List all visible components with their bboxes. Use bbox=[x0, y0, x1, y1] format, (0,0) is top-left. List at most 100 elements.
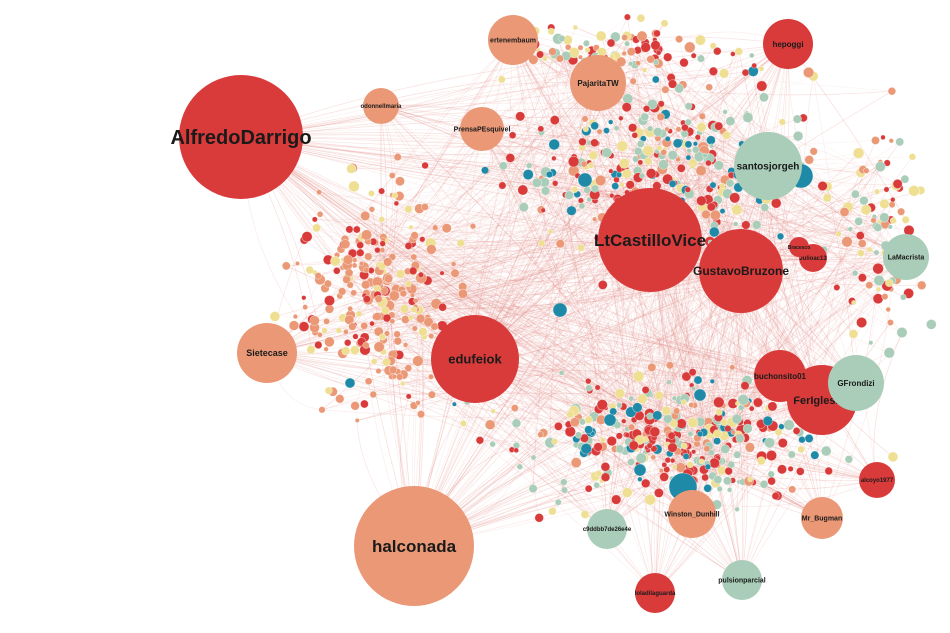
edge bbox=[474, 70, 714, 360]
small-node bbox=[770, 197, 782, 209]
small-node bbox=[323, 317, 330, 325]
small-node bbox=[410, 306, 418, 314]
small-node bbox=[407, 314, 414, 321]
edge bbox=[724, 179, 857, 384]
edge bbox=[358, 240, 781, 377]
small-node bbox=[388, 172, 396, 179]
node-odonnellmaria: odonnellmaria bbox=[360, 88, 402, 124]
small-node bbox=[361, 280, 371, 290]
small-node bbox=[558, 369, 565, 376]
small-node bbox=[863, 167, 870, 174]
edge bbox=[649, 165, 769, 419]
edge bbox=[502, 55, 555, 186]
edge bbox=[379, 270, 720, 403]
small-node bbox=[606, 38, 616, 48]
small-node bbox=[404, 280, 412, 288]
node-label: Bracesco bbox=[788, 245, 811, 251]
node-circle bbox=[734, 132, 802, 200]
edge bbox=[380, 105, 635, 446]
small-node bbox=[687, 430, 694, 437]
node-ltcastillovice: LtCastilloVice bbox=[594, 188, 706, 292]
small-node bbox=[873, 274, 885, 286]
edge bbox=[240, 136, 655, 438]
node-label: edufeiok bbox=[448, 352, 502, 367]
small-node bbox=[865, 281, 874, 290]
small-node bbox=[888, 201, 896, 209]
node-winston_dunhill: Winston_Dunhill bbox=[664, 490, 720, 538]
edge bbox=[363, 266, 781, 377]
small-node bbox=[664, 456, 671, 464]
node-label: hepoggi bbox=[772, 40, 803, 49]
small-node bbox=[627, 61, 634, 67]
small-node bbox=[577, 44, 584, 51]
small-node bbox=[528, 54, 539, 65]
small-node bbox=[379, 240, 386, 247]
small-node bbox=[698, 458, 705, 465]
small-node bbox=[580, 510, 590, 519]
small-node bbox=[281, 261, 291, 271]
small-node bbox=[713, 436, 722, 445]
small-node bbox=[646, 125, 654, 132]
edge bbox=[472, 225, 561, 244]
edge bbox=[392, 175, 718, 434]
small-node bbox=[324, 386, 333, 395]
small-node bbox=[713, 46, 722, 56]
small-node bbox=[702, 152, 708, 159]
node-lamacrista: LaMacrista bbox=[883, 234, 929, 280]
small-node bbox=[661, 405, 672, 416]
small-node bbox=[646, 442, 653, 449]
small-node bbox=[408, 266, 418, 276]
edge bbox=[609, 258, 635, 421]
edge bbox=[413, 52, 575, 547]
small-node bbox=[621, 418, 627, 424]
edge bbox=[454, 272, 743, 581]
small-node bbox=[628, 395, 635, 402]
small-node bbox=[725, 116, 736, 126]
small-node bbox=[792, 426, 801, 435]
small-node bbox=[375, 367, 382, 375]
node-label: buchonsito01 bbox=[754, 372, 807, 381]
small-node bbox=[767, 470, 775, 478]
small-node bbox=[715, 408, 723, 416]
small-node bbox=[616, 56, 627, 67]
small-node bbox=[657, 100, 665, 108]
node-label: Mr_Bugman bbox=[802, 515, 842, 522]
small-node bbox=[351, 262, 358, 269]
node-label: loladilaguarda bbox=[635, 591, 676, 597]
small-node bbox=[324, 336, 335, 348]
small-node bbox=[676, 418, 687, 429]
small-node bbox=[640, 478, 651, 489]
small-node bbox=[345, 225, 354, 234]
small-node bbox=[729, 192, 741, 204]
small-node bbox=[880, 134, 886, 141]
small-node bbox=[624, 40, 631, 47]
edge bbox=[346, 279, 803, 440]
edge bbox=[736, 256, 907, 420]
edge bbox=[692, 249, 825, 373]
edge bbox=[506, 31, 709, 200]
small-node bbox=[438, 302, 447, 312]
small-node bbox=[650, 40, 661, 51]
small-node bbox=[684, 140, 693, 149]
small-node bbox=[730, 429, 736, 435]
edge bbox=[266, 175, 643, 354]
small-node bbox=[691, 386, 697, 392]
small-node bbox=[881, 293, 889, 301]
accent-node bbox=[552, 302, 568, 318]
small-node bbox=[517, 184, 529, 196]
small-node bbox=[792, 114, 802, 124]
small-node bbox=[759, 479, 769, 489]
small-node bbox=[776, 464, 787, 475]
small-node bbox=[641, 385, 650, 394]
edge bbox=[644, 454, 816, 459]
small-node bbox=[593, 481, 601, 489]
edge bbox=[381, 190, 562, 374]
small-node bbox=[640, 42, 651, 53]
small-node bbox=[395, 176, 405, 187]
small-node bbox=[618, 115, 624, 122]
small-node bbox=[362, 295, 371, 304]
small-node bbox=[656, 145, 663, 152]
small-node bbox=[457, 288, 468, 299]
small-node bbox=[701, 473, 709, 482]
